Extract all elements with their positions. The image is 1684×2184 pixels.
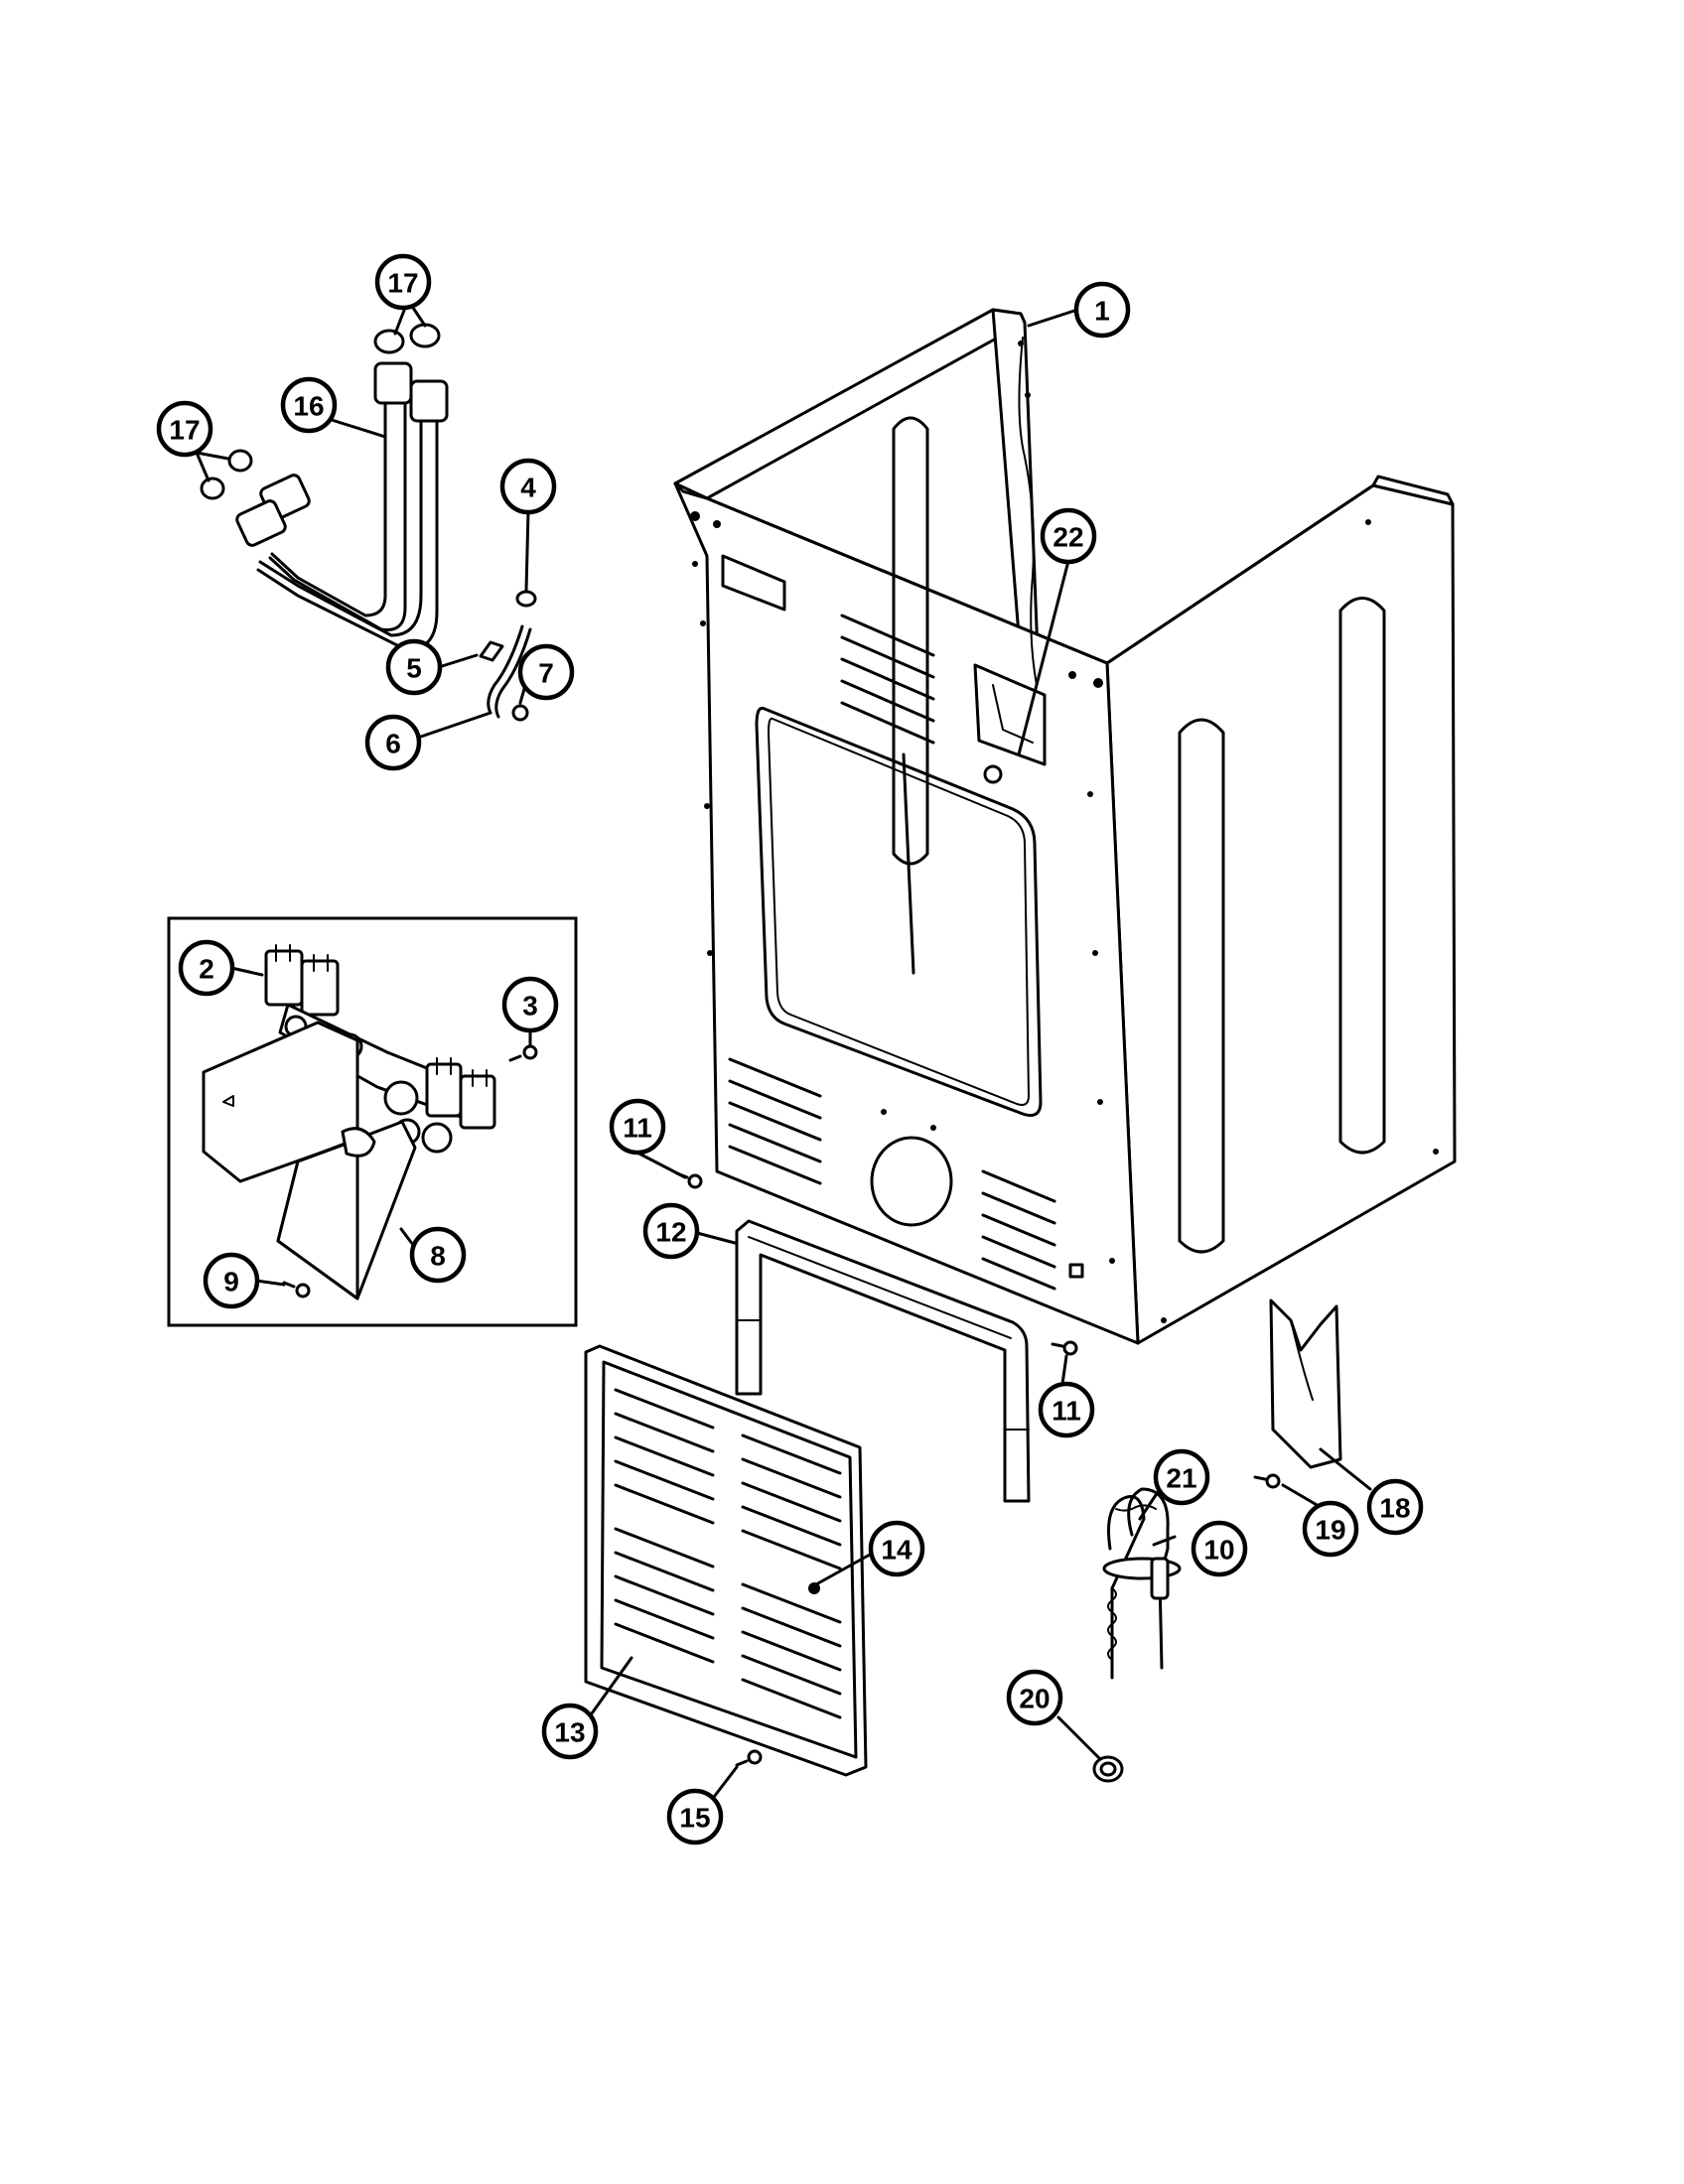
callout-15: 15 — [666, 1788, 724, 1845]
callout-10: 10 — [1191, 1520, 1248, 1577]
screw-11-bottom — [1051, 1340, 1078, 1356]
callout-3: 3 — [501, 976, 559, 1033]
cabinet-assembly — [673, 308, 1457, 1345]
callout-1: 1 — [1073, 281, 1131, 339]
callout-11-bottom: 11 — [1038, 1381, 1095, 1438]
inlet-hoses — [200, 323, 449, 651]
callout-6: 6 — [364, 714, 422, 771]
svg-text:14: 14 — [881, 1535, 912, 1566]
callout-16: 16 — [280, 376, 338, 434]
svg-text:11: 11 — [1052, 1396, 1081, 1427]
svg-text:17: 17 — [387, 268, 418, 299]
valve-inset-box — [167, 916, 578, 1327]
callout-12: 12 — [642, 1202, 700, 1260]
svg-text:21: 21 — [1166, 1463, 1196, 1494]
callout-11-top: 11 — [609, 1098, 666, 1156]
callout-8: 8 — [409, 1226, 467, 1284]
callout-9: 9 — [203, 1252, 260, 1309]
screw-19 — [1253, 1473, 1281, 1489]
drain-hose — [1092, 1487, 1182, 1783]
small-hose-parts — [479, 590, 537, 722]
svg-text:2: 2 — [199, 954, 214, 985]
valve-bracket — [202, 1021, 417, 1300]
svg-text:11: 11 — [623, 1113, 652, 1144]
screw-9 — [282, 1281, 311, 1298]
callout-17-top: 17 — [374, 253, 432, 311]
svg-text:18: 18 — [1379, 1493, 1410, 1524]
callout-19: 19 — [1302, 1500, 1359, 1558]
svg-text:16: 16 — [293, 391, 324, 422]
svg-text:4: 4 — [520, 473, 536, 503]
svg-text:7: 7 — [538, 658, 554, 689]
corner-bracket — [1269, 1298, 1342, 1469]
callout-2: 2 — [178, 939, 235, 997]
svg-text:10: 10 — [1203, 1535, 1234, 1566]
callout-13: 13 — [541, 1703, 599, 1760]
screw-3 — [508, 1044, 538, 1062]
svg-text:17: 17 — [169, 415, 200, 446]
toe-kick-panel — [584, 1344, 868, 1777]
callout-14: 14 — [868, 1520, 925, 1577]
callout-18: 18 — [1366, 1478, 1424, 1536]
svg-text:22: 22 — [1052, 522, 1083, 553]
leader-lines — [195, 306, 1372, 1803]
svg-text:19: 19 — [1315, 1515, 1345, 1546]
svg-text:5: 5 — [406, 653, 422, 684]
svg-text:6: 6 — [385, 729, 401, 759]
svg-text:3: 3 — [522, 991, 538, 1022]
callout-4: 4 — [499, 458, 557, 515]
svg-text:13: 13 — [554, 1717, 585, 1748]
svg-text:1: 1 — [1094, 296, 1110, 327]
svg-text:15: 15 — [679, 1803, 710, 1834]
svg-text:9: 9 — [223, 1267, 239, 1297]
callout-17-left: 17 — [156, 400, 213, 458]
svg-text:12: 12 — [655, 1217, 686, 1248]
base-frame — [735, 1219, 1031, 1503]
svg-text:20: 20 — [1019, 1684, 1050, 1714]
svg-text:8: 8 — [430, 1241, 446, 1272]
callout-21: 21 — [1153, 1448, 1210, 1506]
callout-20: 20 — [1006, 1669, 1063, 1726]
callout-5: 5 — [385, 638, 443, 696]
callout-22: 22 — [1040, 507, 1097, 565]
screw-15 — [735, 1749, 763, 1767]
callout-7: 7 — [517, 643, 575, 701]
